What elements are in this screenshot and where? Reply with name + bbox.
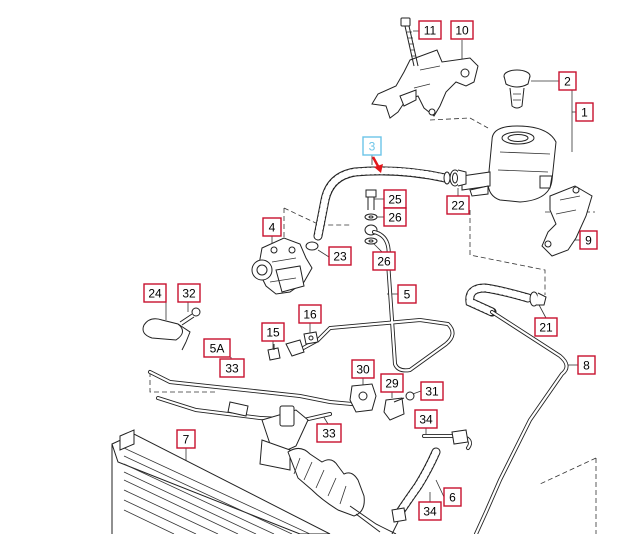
callout-10[interactable]: 10 <box>450 20 474 40</box>
callout-22[interactable]: 22 <box>446 195 470 215</box>
svg-text:16: 16 <box>303 308 317 322</box>
svg-text:24: 24 <box>148 287 162 301</box>
callout-25[interactable]: 25 <box>383 189 407 209</box>
clip-screw-32 <box>179 307 201 326</box>
reservoir-cap <box>503 69 531 109</box>
callout-3-highlighted[interactable]: 3 <box>362 136 382 156</box>
svg-text:7: 7 <box>183 433 190 447</box>
bracket-30 <box>349 383 377 413</box>
banjo-bolt <box>364 189 378 245</box>
callout-5A[interactable]: 5A <box>203 338 231 358</box>
hose-clip-24 <box>142 318 191 351</box>
retaining-nut-15 <box>267 344 281 361</box>
callout-26-lower[interactable]: 26 <box>372 251 396 271</box>
callout-33-upper[interactable]: 33 <box>219 358 245 378</box>
callout-23[interactable]: 23 <box>328 246 352 266</box>
svg-text:3: 3 <box>369 140 376 154</box>
suction-hose <box>313 166 451 241</box>
pressure-line <box>285 230 455 373</box>
callout-2[interactable]: 2 <box>558 71 577 91</box>
svg-text:5A: 5A <box>210 342 225 356</box>
svg-text:5: 5 <box>404 288 411 302</box>
svg-text:21: 21 <box>539 321 553 335</box>
svg-text:2: 2 <box>564 75 571 89</box>
callout-11[interactable]: 11 <box>418 20 442 40</box>
bracket-bolt <box>400 17 419 67</box>
callout-32[interactable]: 32 <box>177 283 201 303</box>
callout-31[interactable]: 31 <box>420 381 444 401</box>
svg-text:8: 8 <box>583 359 590 373</box>
callout-26-upper[interactable]: 26 <box>383 207 407 227</box>
callout-4[interactable]: 4 <box>262 217 282 237</box>
svg-text:10: 10 <box>455 24 469 38</box>
svg-text:26: 26 <box>377 255 391 269</box>
fluid-reservoir <box>461 125 557 203</box>
callout-7[interactable]: 7 <box>176 429 196 449</box>
svg-text:25: 25 <box>388 193 402 207</box>
highlight-arrow <box>371 156 383 173</box>
callout-33-lower[interactable]: 33 <box>316 423 342 443</box>
steering-rack <box>259 405 397 534</box>
svg-text:26: 26 <box>388 211 402 225</box>
bolt-31 <box>393 391 415 403</box>
callout-21[interactable]: 21 <box>534 317 558 337</box>
fluid-cooler <box>111 429 331 534</box>
mounting-bracket <box>371 49 479 119</box>
svg-text:6: 6 <box>449 491 456 505</box>
svg-text:9: 9 <box>585 234 592 248</box>
callout-5[interactable]: 5 <box>397 284 417 304</box>
callout-29[interactable]: 29 <box>380 373 404 393</box>
svg-text:15: 15 <box>266 326 280 340</box>
svg-text:34: 34 <box>419 413 433 427</box>
svg-text:29: 29 <box>385 377 399 391</box>
svg-text:34: 34 <box>423 505 437 519</box>
svg-text:30: 30 <box>356 363 370 377</box>
callout-34-upper[interactable]: 34 <box>414 409 438 429</box>
clamp-29 <box>383 397 405 421</box>
callout-1[interactable]: 1 <box>575 102 594 122</box>
svg-text:32: 32 <box>182 287 196 301</box>
svg-text:4: 4 <box>269 221 276 235</box>
callout-6[interactable]: 6 <box>443 487 462 507</box>
svg-text:1: 1 <box>581 106 588 120</box>
callout-9[interactable]: 9 <box>579 230 598 250</box>
return-hose <box>465 283 569 534</box>
svg-text:33: 33 <box>225 362 239 376</box>
return-hose-6 <box>391 429 472 534</box>
callout-24[interactable]: 24 <box>143 283 167 303</box>
svg-text:23: 23 <box>333 250 347 264</box>
reservoir-bracket <box>541 185 593 257</box>
svg-text:22: 22 <box>451 199 465 213</box>
callout-15[interactable]: 15 <box>261 322 285 342</box>
callout-30[interactable]: 30 <box>351 359 375 379</box>
pipe-assembly <box>148 370 354 423</box>
steering-pump <box>251 237 319 295</box>
svg-text:11: 11 <box>424 24 437 38</box>
hose-clamp-22 <box>449 169 467 187</box>
callout-34-lower[interactable]: 34 <box>418 501 442 521</box>
retaining-clip-16 <box>303 331 319 345</box>
callout-16[interactable]: 16 <box>298 304 322 324</box>
svg-text:31: 31 <box>425 385 439 399</box>
callout-8[interactable]: 8 <box>577 355 596 375</box>
svg-text:33: 33 <box>322 427 336 441</box>
